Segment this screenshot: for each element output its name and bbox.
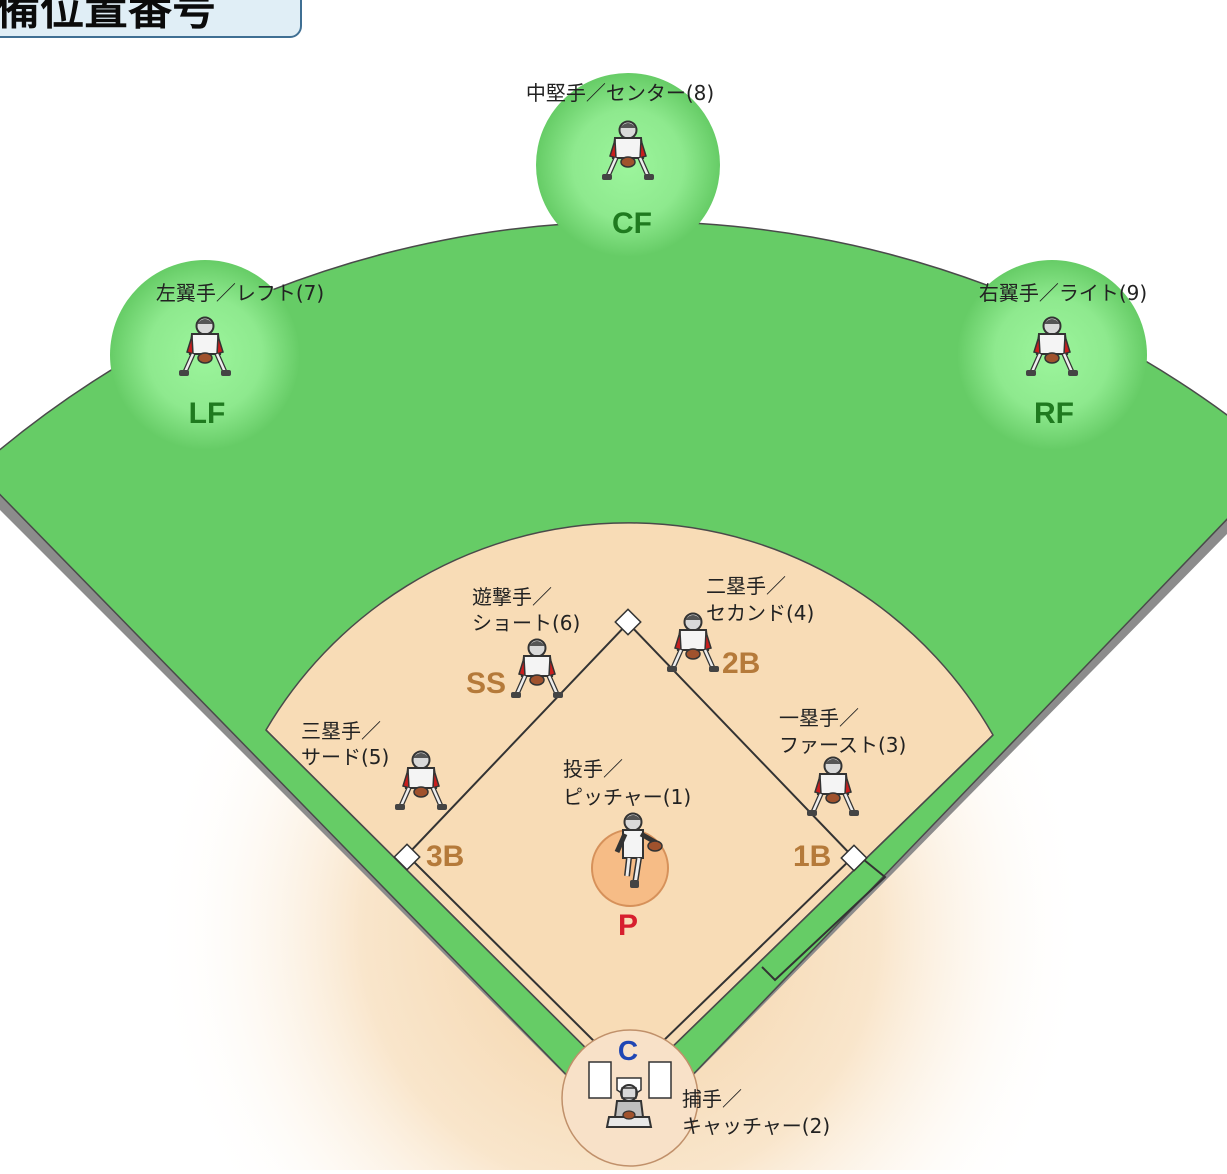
second-baseman-label-line1: 二塁手／ bbox=[706, 574, 786, 598]
batter-box-right bbox=[648, 1061, 672, 1099]
first-baseman-label-line2: ファースト(3) bbox=[779, 733, 906, 757]
first-base bbox=[840, 844, 868, 872]
first-baseman-abbr: 1B bbox=[793, 840, 831, 873]
catcher-label-line2: キャッチャー(2) bbox=[682, 1114, 830, 1138]
catcher-label-line1: 捕手／ bbox=[682, 1087, 742, 1111]
pitcher-icon bbox=[614, 812, 663, 888]
second-baseman-abbr: 2B bbox=[722, 647, 760, 680]
right-fielder-label: 右翼手／ライト(9) bbox=[979, 281, 1147, 305]
batter-box-left bbox=[588, 1061, 612, 1099]
infield-dirt bbox=[265, 522, 994, 1092]
shortstop-label-line2: ショート(6) bbox=[472, 611, 580, 635]
left-fielder-abbr: LF bbox=[189, 397, 226, 430]
pitcher-label-line2: ピッチャー(1) bbox=[563, 785, 691, 809]
shortstop-label-line1: 遊撃手／ bbox=[472, 585, 552, 609]
page-title: 備位置番号 bbox=[0, 0, 302, 38]
first-baseman-label-line1: 一塁手／ bbox=[779, 706, 859, 730]
third-baseman-label-line2: サード(5) bbox=[301, 745, 389, 769]
left-fielder-label: 左翼手／レフト(7) bbox=[156, 281, 324, 305]
shortstop-abbr: SS bbox=[466, 667, 506, 700]
right-fielder-abbr: RF bbox=[1034, 397, 1074, 430]
second-baseman-label-line2: セカンド(4) bbox=[706, 601, 814, 625]
third-baseman-abbr: 3B bbox=[426, 840, 464, 873]
catcher-icon bbox=[605, 1084, 653, 1128]
third-base bbox=[393, 843, 421, 871]
center-fielder-abbr: CF bbox=[612, 207, 652, 240]
third-baseman-label-line1: 三塁手／ bbox=[301, 719, 381, 743]
pitcher-abbr: P bbox=[618, 909, 638, 942]
catcher-abbr: C bbox=[618, 1035, 638, 1066]
center-fielder-label: 中堅手／センター(8) bbox=[526, 81, 714, 105]
pitcher-label-line1: 投手／ bbox=[563, 757, 623, 781]
second-base bbox=[614, 608, 642, 636]
